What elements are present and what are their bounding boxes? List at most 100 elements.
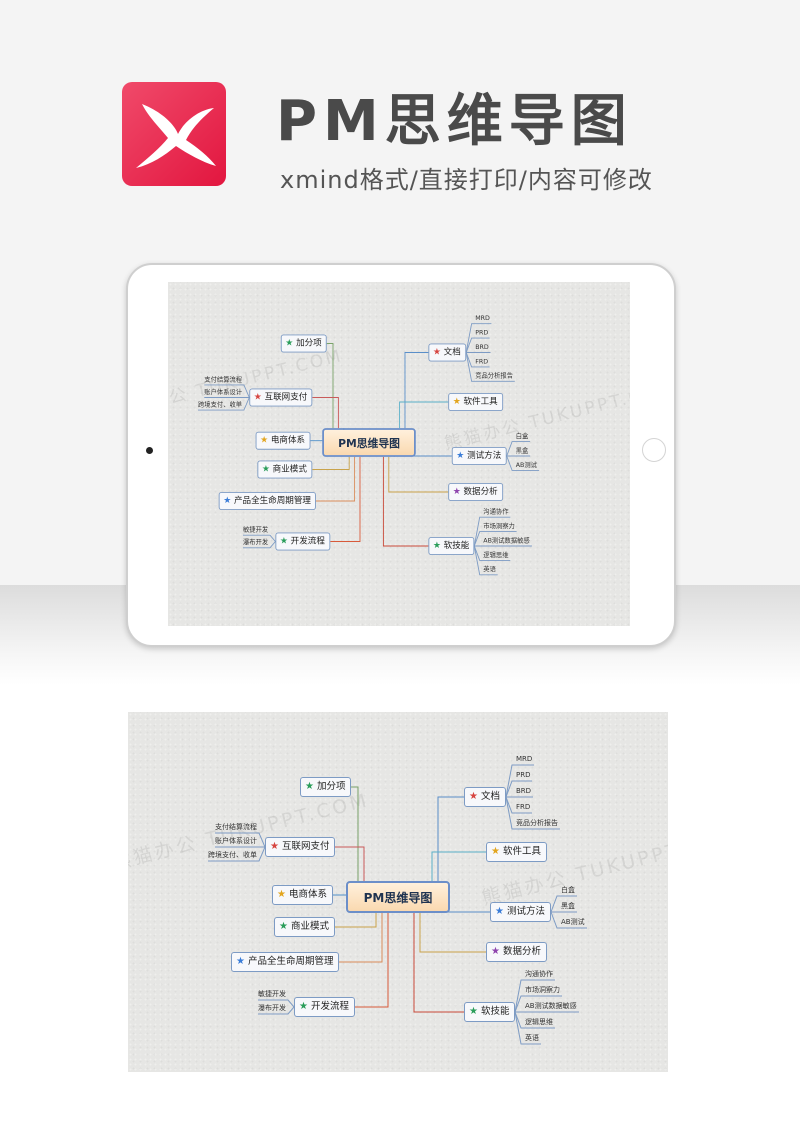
leaf-topic[interactable]: AB测试	[561, 918, 585, 926]
page-title: PM思维导图	[276, 89, 633, 154]
branch-topic[interactable]: ★电商体系	[272, 885, 333, 905]
leaf-topic[interactable]: 白盒	[561, 886, 575, 894]
connector-line	[506, 455, 540, 471]
leaf-topic[interactable]: 竞品分析报告	[475, 372, 513, 380]
leaf-topic[interactable]: 竞品分析报告	[516, 819, 558, 827]
connector-line	[550, 911, 587, 929]
leaf-topic[interactable]: 支付结算流程	[204, 375, 243, 384]
leaf-topic[interactable]: 账户体系设计	[204, 388, 243, 396]
leaf-topic[interactable]: BRD	[516, 787, 532, 795]
branch-label: 开发流程	[310, 1001, 349, 1012]
leaf-topic[interactable]: 瀑布开发	[258, 1004, 286, 1012]
leaf-topic[interactable]: 白盒	[515, 432, 529, 440]
leaf-topic[interactable]: 沟通协作	[525, 970, 553, 978]
connector-line	[413, 913, 464, 1013]
star-icon: ★	[456, 450, 465, 461]
leaf-topic[interactable]: MRD	[475, 314, 490, 322]
connector-line	[204, 384, 250, 398]
leaf-topic[interactable]: AB测试数据敏感	[483, 537, 530, 545]
branch-topic[interactable]: ★商业模式	[274, 917, 335, 937]
branch-label: 软技能	[480, 1006, 510, 1017]
leaf-topic[interactable]: 逻辑思维	[525, 1018, 553, 1026]
star-icon: ★	[236, 956, 245, 967]
leaf-topic[interactable]: 市场洞察力	[525, 986, 560, 994]
connector-line	[258, 1006, 295, 1015]
leaf-topic[interactable]: 敏捷开发	[243, 526, 269, 534]
leaf-topic[interactable]: 跨境支付、收单	[208, 851, 257, 859]
branch-label: 开发流程	[290, 536, 325, 546]
branch-topic[interactable]: ★互联网支付	[265, 837, 336, 857]
leaf-topic[interactable]: FRD	[475, 357, 489, 366]
central-topic[interactable]: PM思维导图	[322, 428, 416, 457]
leaf-topic[interactable]: 账户体系设计	[215, 837, 257, 845]
branch-topic[interactable]: ★互联网支付	[249, 388, 313, 407]
leaf-topic[interactable]: 逻辑思维	[483, 551, 509, 559]
central-topic[interactable]: PM思维导图	[346, 881, 450, 913]
leaf-topic[interactable]: 沟通协作	[483, 508, 509, 516]
branch-topic[interactable]: ★软件工具	[486, 842, 547, 862]
branch-topic[interactable]: ★文档	[464, 787, 506, 807]
connector-line	[514, 1011, 555, 1029]
leaf-topic[interactable]: 英语	[525, 1034, 539, 1042]
branch-topic[interactable]: ★软技能	[428, 537, 475, 555]
branch-topic[interactable]: ★测试方法	[451, 447, 507, 465]
connector-line	[514, 979, 555, 1013]
leaf-topic[interactable]: AB测试数据敏感	[525, 1002, 577, 1010]
branch-topic[interactable]: ★数据分析	[448, 483, 504, 501]
leaf-topic[interactable]: 市场洞察力	[483, 522, 515, 530]
branch-label: 加分项	[296, 338, 322, 348]
leaf-topic[interactable]: AB测试	[515, 461, 537, 469]
star-icon: ★	[270, 841, 279, 852]
branch-topic[interactable]: ★数据分析	[486, 942, 547, 962]
leaf-topic[interactable]: 敏捷开发	[258, 990, 286, 998]
branch-topic[interactable]: ★产品全生命周期管理	[231, 952, 340, 972]
branch-topic[interactable]: ★开发流程	[294, 997, 355, 1017]
connector-line	[505, 796, 532, 814]
star-icon: ★	[305, 781, 314, 792]
branch-topic[interactable]: ★加分项	[300, 777, 352, 797]
leaf-topic[interactable]: 跨境支付、收单	[198, 401, 243, 409]
leaf-topic[interactable]: 黑盒	[561, 902, 575, 910]
connector-line	[419, 913, 486, 953]
branch-topic[interactable]: ★商业模式	[257, 460, 313, 479]
connector-line	[473, 545, 498, 576]
leaf-topic[interactable]: MRD	[516, 755, 533, 763]
leaf-topic[interactable]: 黑盒	[515, 447, 529, 455]
branch-topic[interactable]: ★加分项	[280, 334, 328, 353]
star-icon: ★	[491, 946, 500, 957]
branch-topic[interactable]: ★软件工具	[448, 393, 504, 411]
tablet-camera	[146, 447, 153, 454]
branch-label: 电商体系	[288, 889, 327, 900]
connector-line	[465, 337, 490, 353]
branch-label: 测试方法	[506, 906, 545, 917]
branch-topic[interactable]: ★产品全生命周期管理	[218, 492, 317, 510]
leaf-topic[interactable]: 瀑布开发	[243, 538, 269, 546]
connector-line	[315, 456, 356, 502]
branch-topic[interactable]: ★电商体系	[255, 431, 311, 450]
branch-topic[interactable]: ★软技能	[464, 1002, 516, 1022]
leaf-topic[interactable]: PRD	[516, 771, 531, 779]
leaf-topic[interactable]: 支付结算流程	[215, 823, 257, 831]
branch-label: 互联网支付	[281, 841, 330, 852]
star-icon: ★	[452, 396, 461, 407]
leaf-topic[interactable]: FRD	[516, 803, 531, 811]
branch-topic[interactable]: ★文档	[428, 343, 467, 362]
branch-topic[interactable]: ★开发流程	[275, 532, 331, 551]
leaf-topic[interactable]: BRD	[475, 343, 489, 351]
connector-line	[242, 534, 276, 542]
leaf-topic[interactable]: 英语	[483, 565, 496, 573]
star-icon: ★	[469, 1006, 478, 1017]
connector-line	[330, 456, 361, 542]
connector-line	[326, 343, 334, 429]
leaf-topic[interactable]: PRD	[475, 329, 489, 337]
connector-line	[242, 541, 276, 549]
page-subtitle: xmind格式/直接打印/内容可修改	[280, 166, 653, 194]
star-icon: ★	[260, 435, 269, 446]
connector-line	[215, 832, 266, 848]
branch-label: 文档	[480, 791, 500, 802]
branch-topic[interactable]: ★测试方法	[490, 902, 551, 922]
